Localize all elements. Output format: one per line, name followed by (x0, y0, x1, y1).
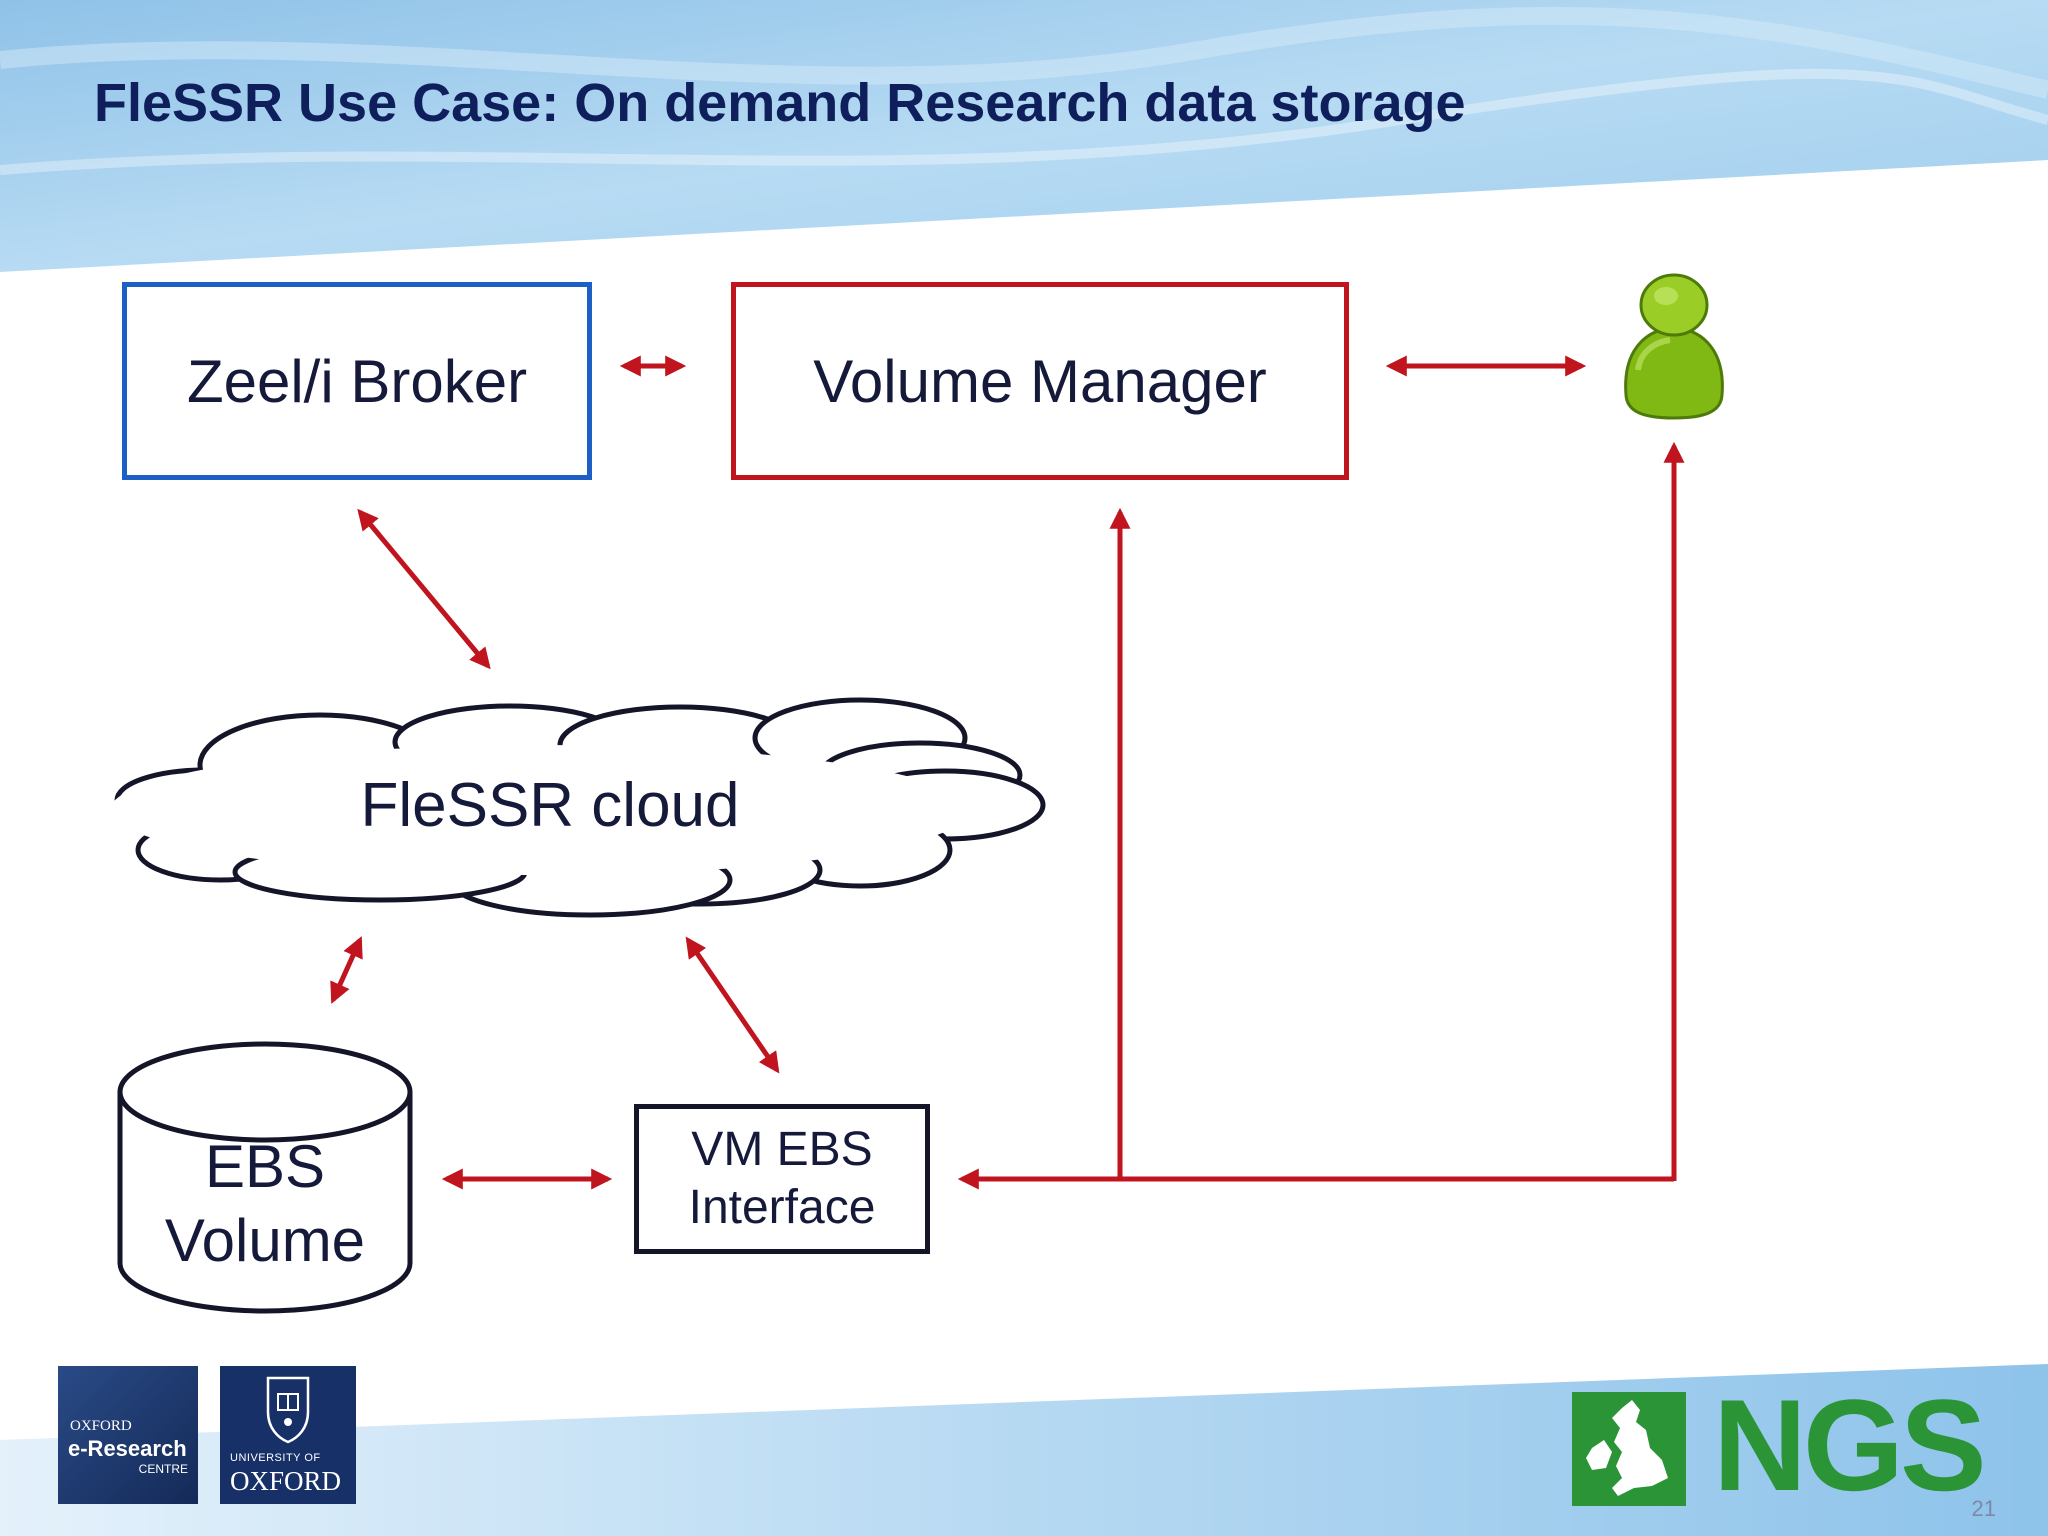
volume-manager-box: Volume Manager (731, 282, 1349, 480)
oxford-eresearch-logo-line1: OXFORD (70, 1418, 132, 1434)
ebs-volume-label-line2: Volume (164, 1207, 366, 1274)
broker-box: Zeel/i Broker (122, 282, 592, 480)
oxford-eresearch-logo: OXFORD e-Research CENTRE (58, 1366, 198, 1504)
oxford-eresearch-logo-line2: e-Research (68, 1436, 187, 1461)
ngs-map-icon (1572, 1392, 1686, 1506)
oxford-university-logo-line2: OXFORD (230, 1466, 342, 1496)
vm-ebs-label-line2: Interface (688, 1181, 876, 1234)
ebs-volume-label: EBS Volume (120, 1130, 410, 1278)
arrow-cloud-ebs (330, 936, 363, 1004)
volume-manager-label: Volume Manager (813, 347, 1267, 415)
oxford-crest-icon (266, 1376, 310, 1444)
cloud-label: FleSSR cloud (360, 771, 740, 840)
broker-label: Zeel/i Broker (186, 347, 528, 415)
ngs-logo-text: NGS (1713, 1372, 1987, 1518)
arrow-cloud-vm-ebs (685, 936, 780, 1074)
oxford-university-logo-line1: UNIVERSITY OF (230, 1452, 321, 1464)
user-icon (1624, 273, 1724, 420)
vm-ebs-interface-box: VM EBS Interface (634, 1104, 930, 1254)
ebs-volume-label-line1: EBS (204, 1133, 326, 1200)
ebs-volume-cylinder (117, 1041, 413, 1314)
university-of-oxford-logo: UNIVERSITY OF OXFORD (220, 1366, 356, 1504)
cloud-fill (110, 745, 970, 875)
arrow-broker-cloud (357, 508, 491, 670)
vm-ebs-label-line1: VM EBS (691, 1123, 873, 1176)
slide-title: FleSSR Use Case: On demand Research data… (94, 73, 1466, 133)
oxford-eresearch-logo-line3: CENTRE (138, 1462, 188, 1476)
page-number: 21 (1971, 1496, 1996, 1521)
